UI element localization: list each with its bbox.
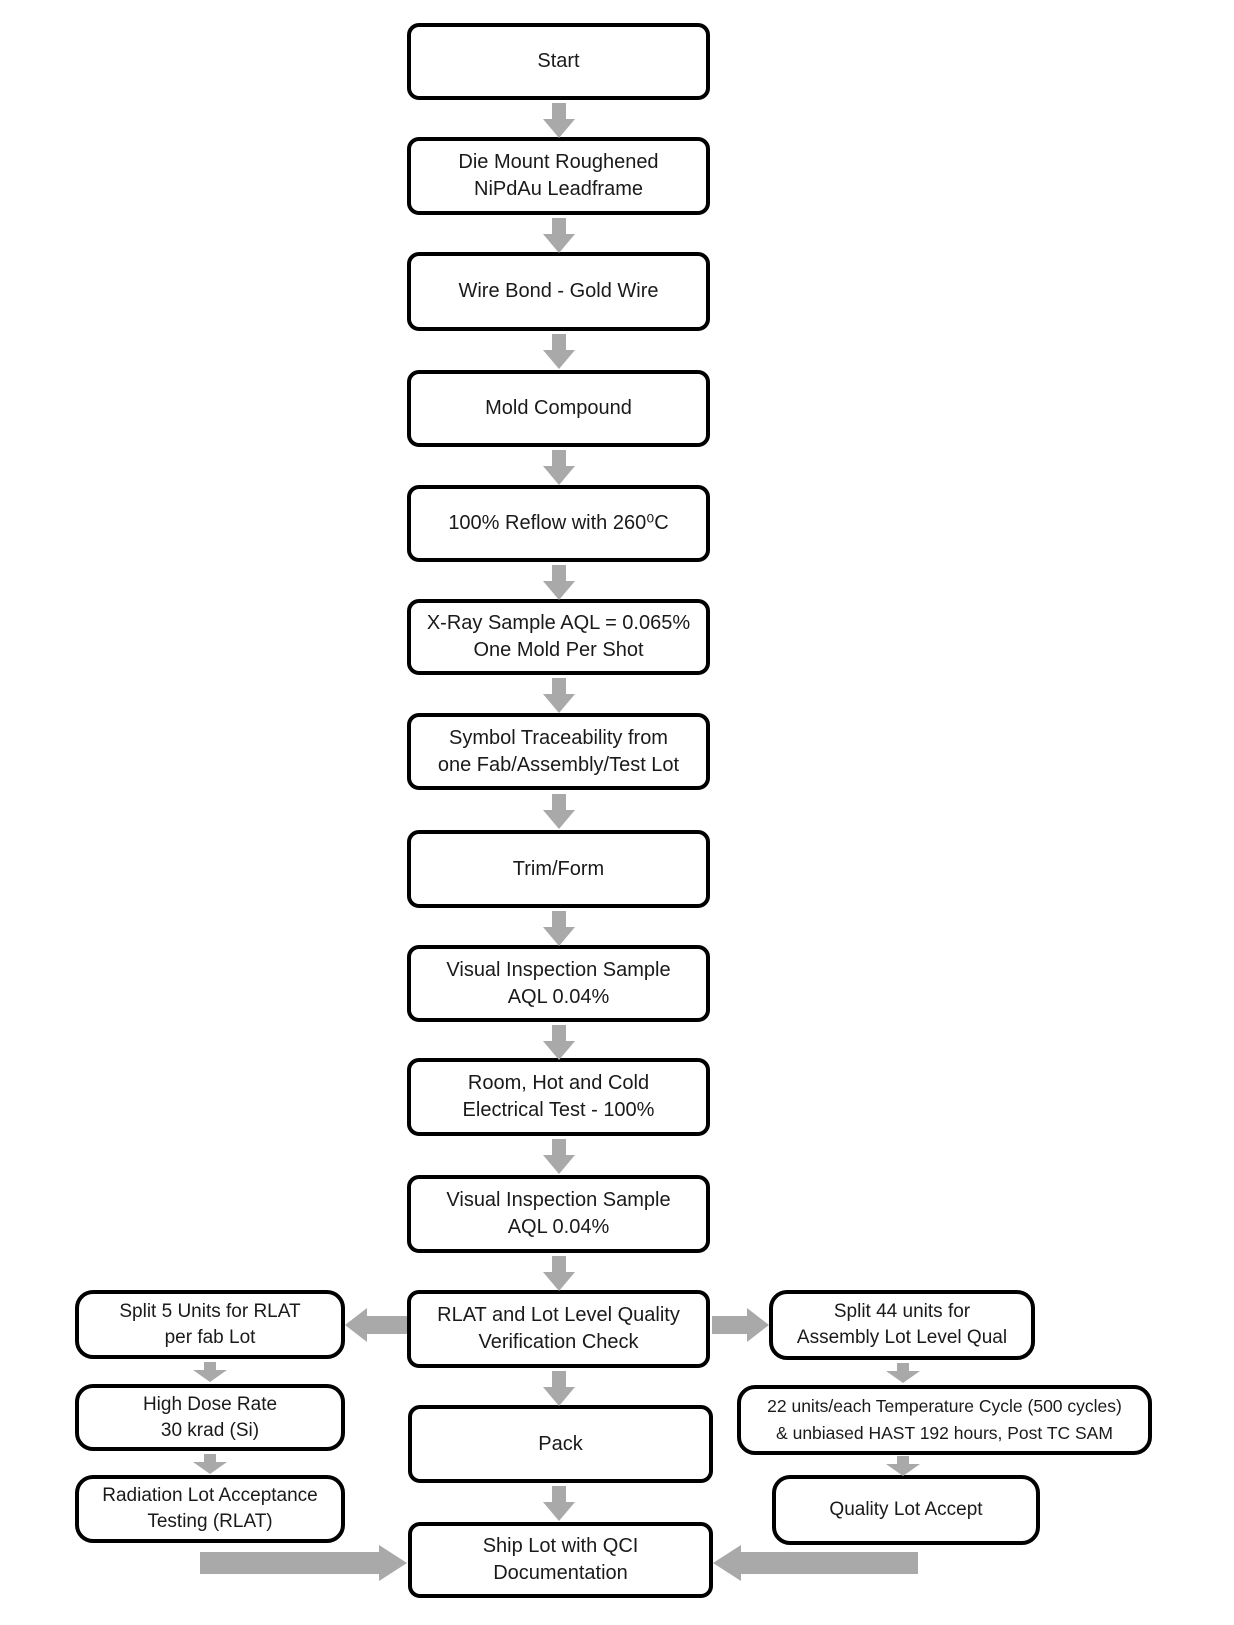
node-label: Trim/Form — [512, 857, 605, 880]
node-label: High Dose Rate — [142, 1393, 278, 1415]
down-arrow-icon — [543, 1371, 575, 1406]
flow-node-pack: Pack — [408, 1405, 713, 1483]
down-arrow-icon — [543, 218, 575, 253]
node-label: AQL 0.04% — [507, 1216, 610, 1238]
node-label: 100% Reflow with 260⁰C — [448, 512, 669, 534]
node-label: AQL 0.04% — [507, 985, 610, 1008]
flow-node-symbol-traceability: Symbol Traceability from one Fab/Assembl… — [407, 713, 710, 790]
node-label: 22 units/each Temperature Cycle (500 cyc… — [767, 1396, 1122, 1416]
flow-node-xray-sample: X-Ray Sample AQL = 0.065% One Mold Per S… — [407, 599, 710, 675]
down-arrow-icon — [543, 565, 575, 600]
node-label: Room, Hot and Cold — [467, 1072, 650, 1094]
node-label: & unbiased HAST 192 hours, Post TC SAM — [776, 1423, 1113, 1443]
flow-node-rlat-verification-check: RLAT and Lot Level Quality Verification … — [407, 1290, 710, 1368]
node-label: Ship Lot with QCI — [482, 1535, 639, 1557]
down-arrow-icon — [193, 1362, 227, 1382]
down-arrow-icon — [543, 794, 575, 829]
flow-node-ship-lot: Ship Lot with QCI Documentation — [408, 1522, 713, 1598]
node-label: per fab Lot — [164, 1326, 256, 1348]
left-arrow-icon — [345, 1308, 407, 1342]
down-arrow-icon — [543, 911, 575, 946]
flow-node-split-5-units: Split 5 Units for RLAT per fab Lot — [75, 1290, 345, 1359]
flow-node-quality-lot-accept: Quality Lot Accept — [772, 1475, 1040, 1545]
node-label: Radiation Lot Acceptance — [102, 1485, 318, 1506]
node-label: Testing (RLAT) — [147, 1511, 273, 1532]
flow-node-reflow: 100% Reflow with 260⁰C — [407, 485, 710, 562]
down-arrow-icon — [543, 678, 575, 713]
node-label: Pack — [538, 1432, 583, 1455]
node-label: 30 krad (Si) — [160, 1419, 260, 1441]
node-label: NiPdAu Leadframe — [474, 178, 643, 200]
flow-node-start: Start — [407, 23, 710, 100]
down-arrow-icon — [543, 1486, 575, 1521]
flow-node-split-44-units: Split 44 units for Assembly Lot Level Qu… — [769, 1290, 1035, 1360]
down-arrow-icon — [543, 450, 575, 485]
down-arrow-icon — [543, 1025, 575, 1060]
flow-node-high-dose-rate: High Dose Rate 30 krad (Si) — [75, 1384, 345, 1451]
flow-node-rlat-testing: Radiation Lot Acceptance Testing (RLAT) — [75, 1475, 345, 1543]
flow-node-electrical-test: Room, Hot and Cold Electrical Test - 100… — [407, 1058, 710, 1136]
down-arrow-icon — [193, 1454, 227, 1474]
node-label: one Fab/Assembly/Test Lot — [437, 753, 680, 776]
node-label: Start — [537, 50, 580, 72]
right-arrow-icon — [712, 1308, 769, 1342]
flow-node-die-mount: Die Mount Roughened NiPdAu Leadframe — [407, 137, 710, 215]
node-label: Quality Lot Accept — [829, 1499, 983, 1520]
node-label: Visual Inspection Sample — [446, 1189, 671, 1211]
node-label: RLAT and Lot Level Quality — [437, 1304, 680, 1326]
flow-node-mold-compound: Mold Compound — [407, 370, 710, 447]
node-label: Split 44 units for — [833, 1301, 971, 1322]
down-arrow-icon — [543, 103, 575, 138]
node-label: X-Ray Sample AQL = 0.065% — [426, 612, 691, 634]
node-label: Split 5 Units for RLAT — [119, 1300, 301, 1322]
node-label: Documentation — [493, 1562, 628, 1584]
left-arrow-icon — [713, 1545, 918, 1581]
down-arrow-icon — [543, 334, 575, 369]
flow-node-visual-inspection-1: Visual Inspection Sample AQL 0.04% — [407, 945, 710, 1022]
flow-node-trim-form: Trim/Form — [407, 830, 710, 908]
node-label: Mold Compound — [485, 397, 632, 419]
down-arrow-icon — [886, 1363, 920, 1383]
node-label: Verification Check — [478, 1331, 639, 1353]
flow-node-wire-bond: Wire Bond - Gold Wire — [407, 252, 710, 331]
node-label: Symbol Traceability from — [449, 726, 668, 749]
down-arrow-icon — [543, 1256, 575, 1291]
node-label: Assembly Lot Level Qual — [796, 1327, 1008, 1348]
node-label: Wire Bond - Gold Wire — [458, 280, 659, 302]
flow-node-temp-cycle-hast: 22 units/each Temperature Cycle (500 cyc… — [737, 1385, 1152, 1455]
node-label: One Mold Per Shot — [473, 639, 644, 661]
right-arrow-icon — [200, 1545, 407, 1581]
down-arrow-icon — [543, 1139, 575, 1174]
flow-node-visual-inspection-2: Visual Inspection Sample AQL 0.04% — [407, 1175, 710, 1253]
node-label: Visual Inspection Sample — [446, 958, 671, 981]
down-arrow-icon — [886, 1456, 920, 1476]
node-label: Die Mount Roughened — [458, 151, 659, 173]
node-label: Electrical Test - 100% — [462, 1099, 655, 1121]
